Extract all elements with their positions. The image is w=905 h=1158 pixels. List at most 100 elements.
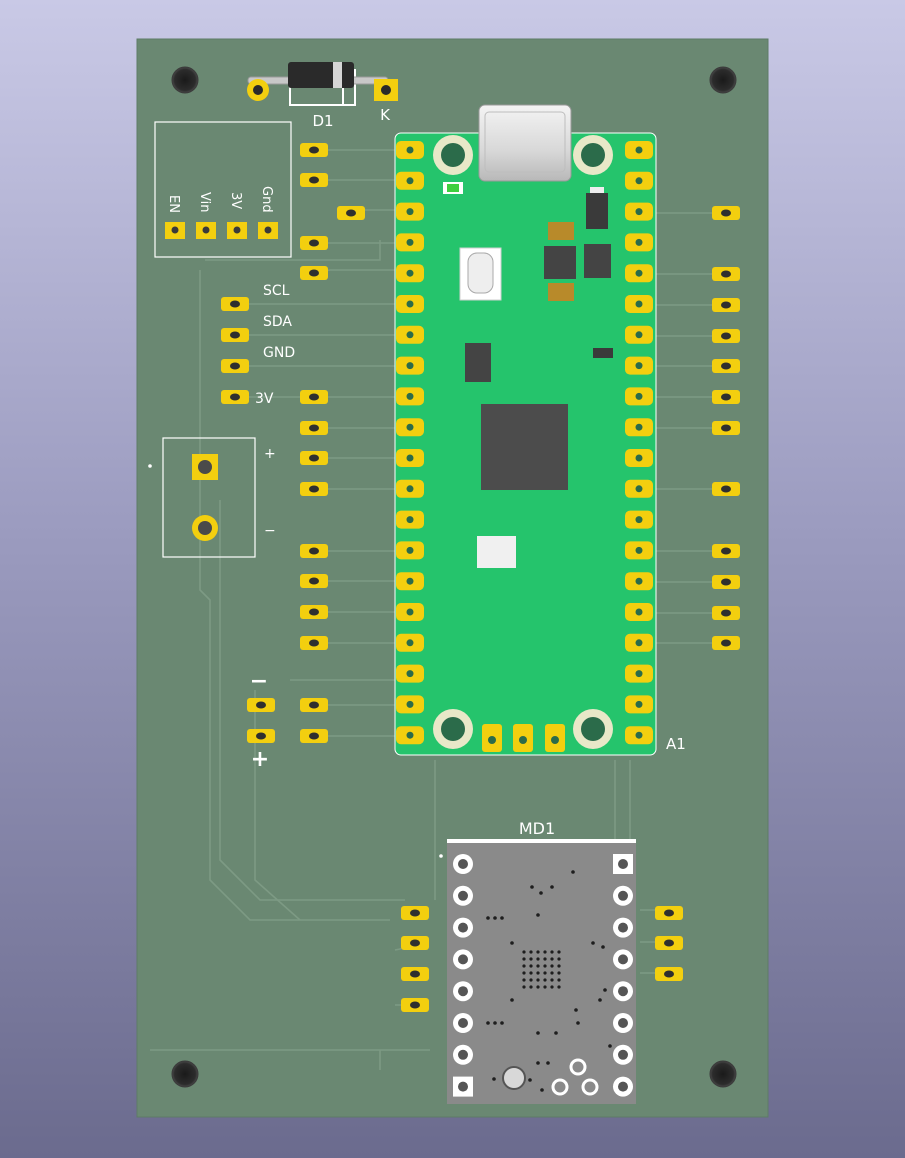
- pico-castellated-pad: [396, 202, 424, 221]
- i2c-gnd-label: GND: [263, 345, 295, 361]
- pico-castellated-pad: [396, 572, 424, 591]
- pwr-plus-label: +: [264, 446, 276, 462]
- pad: [712, 575, 740, 589]
- pico-castellated-pad: [625, 633, 653, 652]
- pad: [300, 482, 328, 496]
- pad: [300, 421, 328, 435]
- pad: [401, 906, 429, 920]
- pico-castellated-pad: [396, 603, 424, 621]
- driver-pin: [453, 1044, 473, 1065]
- pico-castellated-pad: [625, 603, 653, 621]
- conn-3v-label: 3V: [228, 192, 243, 209]
- pico-castellated-pad: [396, 633, 424, 652]
- pad: [337, 206, 365, 220]
- pad: [300, 390, 328, 404]
- pwr-minus-label: −: [264, 523, 276, 539]
- pad: [300, 143, 328, 157]
- pad: [712, 544, 740, 558]
- pad: [300, 236, 328, 250]
- pad: [712, 482, 740, 496]
- i2c-header: SCL SDA GND 3V: [255, 283, 295, 407]
- usb-connector: [478, 104, 572, 182]
- pico-castellated-pad: [625, 572, 653, 591]
- driver-module-md1: MD1: [439, 819, 636, 1104]
- pico-castellated-pad: [396, 449, 424, 467]
- pad: [300, 266, 328, 280]
- pico-castellated-pad: [625, 510, 653, 529]
- mounting-hole: [171, 1060, 199, 1088]
- pico-ref-label: A1: [666, 735, 686, 753]
- driver-pin: [453, 1076, 473, 1097]
- pico-castellated-pad: [625, 356, 653, 375]
- pad: [300, 574, 328, 588]
- pico-castellated-pad: [396, 479, 424, 498]
- conn-vin-label: Vin: [197, 192, 212, 212]
- conn-gnd-label: Gnd: [259, 186, 274, 213]
- pad: [655, 967, 683, 981]
- pico-castellated-pad: [625, 202, 653, 221]
- pad: [221, 359, 249, 373]
- pico-castellated-pad: [625, 171, 653, 190]
- header-pads: [221, 143, 740, 1012]
- driver-pin: [613, 1044, 633, 1065]
- pico-castellated-pad: [396, 295, 424, 313]
- pico-castellated-pad: [396, 695, 424, 714]
- driver-pin: [613, 1076, 633, 1097]
- i2c-3v-label: 3V: [255, 391, 274, 407]
- driver-pin: [453, 981, 473, 1002]
- pico-castellated-pad: [625, 695, 653, 714]
- pad: [300, 698, 328, 712]
- pad: [300, 605, 328, 619]
- pico-castellated-pad: [625, 295, 653, 313]
- batt-plus-label: +: [251, 747, 269, 772]
- driver-pin: [613, 981, 633, 1002]
- pad: [712, 636, 740, 650]
- pad: [221, 297, 249, 311]
- pico-castellated-pad: [625, 387, 653, 406]
- diode-d1: D1 K: [247, 62, 398, 130]
- pad: [712, 329, 740, 343]
- pico-castellated-pad: [625, 264, 653, 283]
- power-terminal-2pin: + −: [148, 437, 276, 558]
- batt-minus-label: −: [250, 669, 268, 694]
- pico-module: A1: [394, 104, 686, 756]
- pico-castellated-pad: [625, 479, 653, 498]
- pad: [655, 906, 683, 920]
- pico-castellated-pad: [625, 233, 653, 252]
- rp2040-chip: [481, 404, 568, 490]
- pad: [401, 936, 429, 950]
- pad: [655, 936, 683, 950]
- pico-castellated-pad: [396, 141, 424, 159]
- pico-castellated-pad: [625, 726, 653, 745]
- pad: [221, 328, 249, 342]
- pad: [300, 451, 328, 465]
- driver-pin: [453, 917, 473, 938]
- pico-castellated-pad: [396, 541, 424, 560]
- pad: [300, 729, 328, 743]
- pad: [712, 298, 740, 312]
- pad: [300, 544, 328, 558]
- driver-pin: [453, 949, 473, 970]
- pad: [247, 698, 275, 712]
- pad: [247, 729, 275, 743]
- mounting-hole: [171, 66, 199, 94]
- pico-castellated-pad: [625, 664, 653, 683]
- pad: [712, 606, 740, 620]
- pad: [712, 421, 740, 435]
- i2c-sda-label: SDA: [263, 314, 292, 330]
- mounting-hole: [709, 1060, 737, 1088]
- pico-castellated-pad: [625, 449, 653, 467]
- diode-k-label: K: [380, 106, 391, 124]
- pad: [712, 359, 740, 373]
- power-connector-4pin: EN Vin 3V Gnd: [154, 121, 292, 258]
- driver-pin: [453, 885, 473, 906]
- pico-castellated-pad: [625, 418, 653, 437]
- diode-ref-label: D1: [312, 112, 333, 130]
- pico-castellated-pad: [396, 510, 424, 529]
- pico-castellated-pad: [396, 356, 424, 375]
- driver-ref-label: MD1: [519, 819, 555, 838]
- driver-pin: [453, 854, 473, 874]
- conn-en-label: EN: [166, 195, 181, 213]
- pico-castellated-pad: [396, 264, 424, 283]
